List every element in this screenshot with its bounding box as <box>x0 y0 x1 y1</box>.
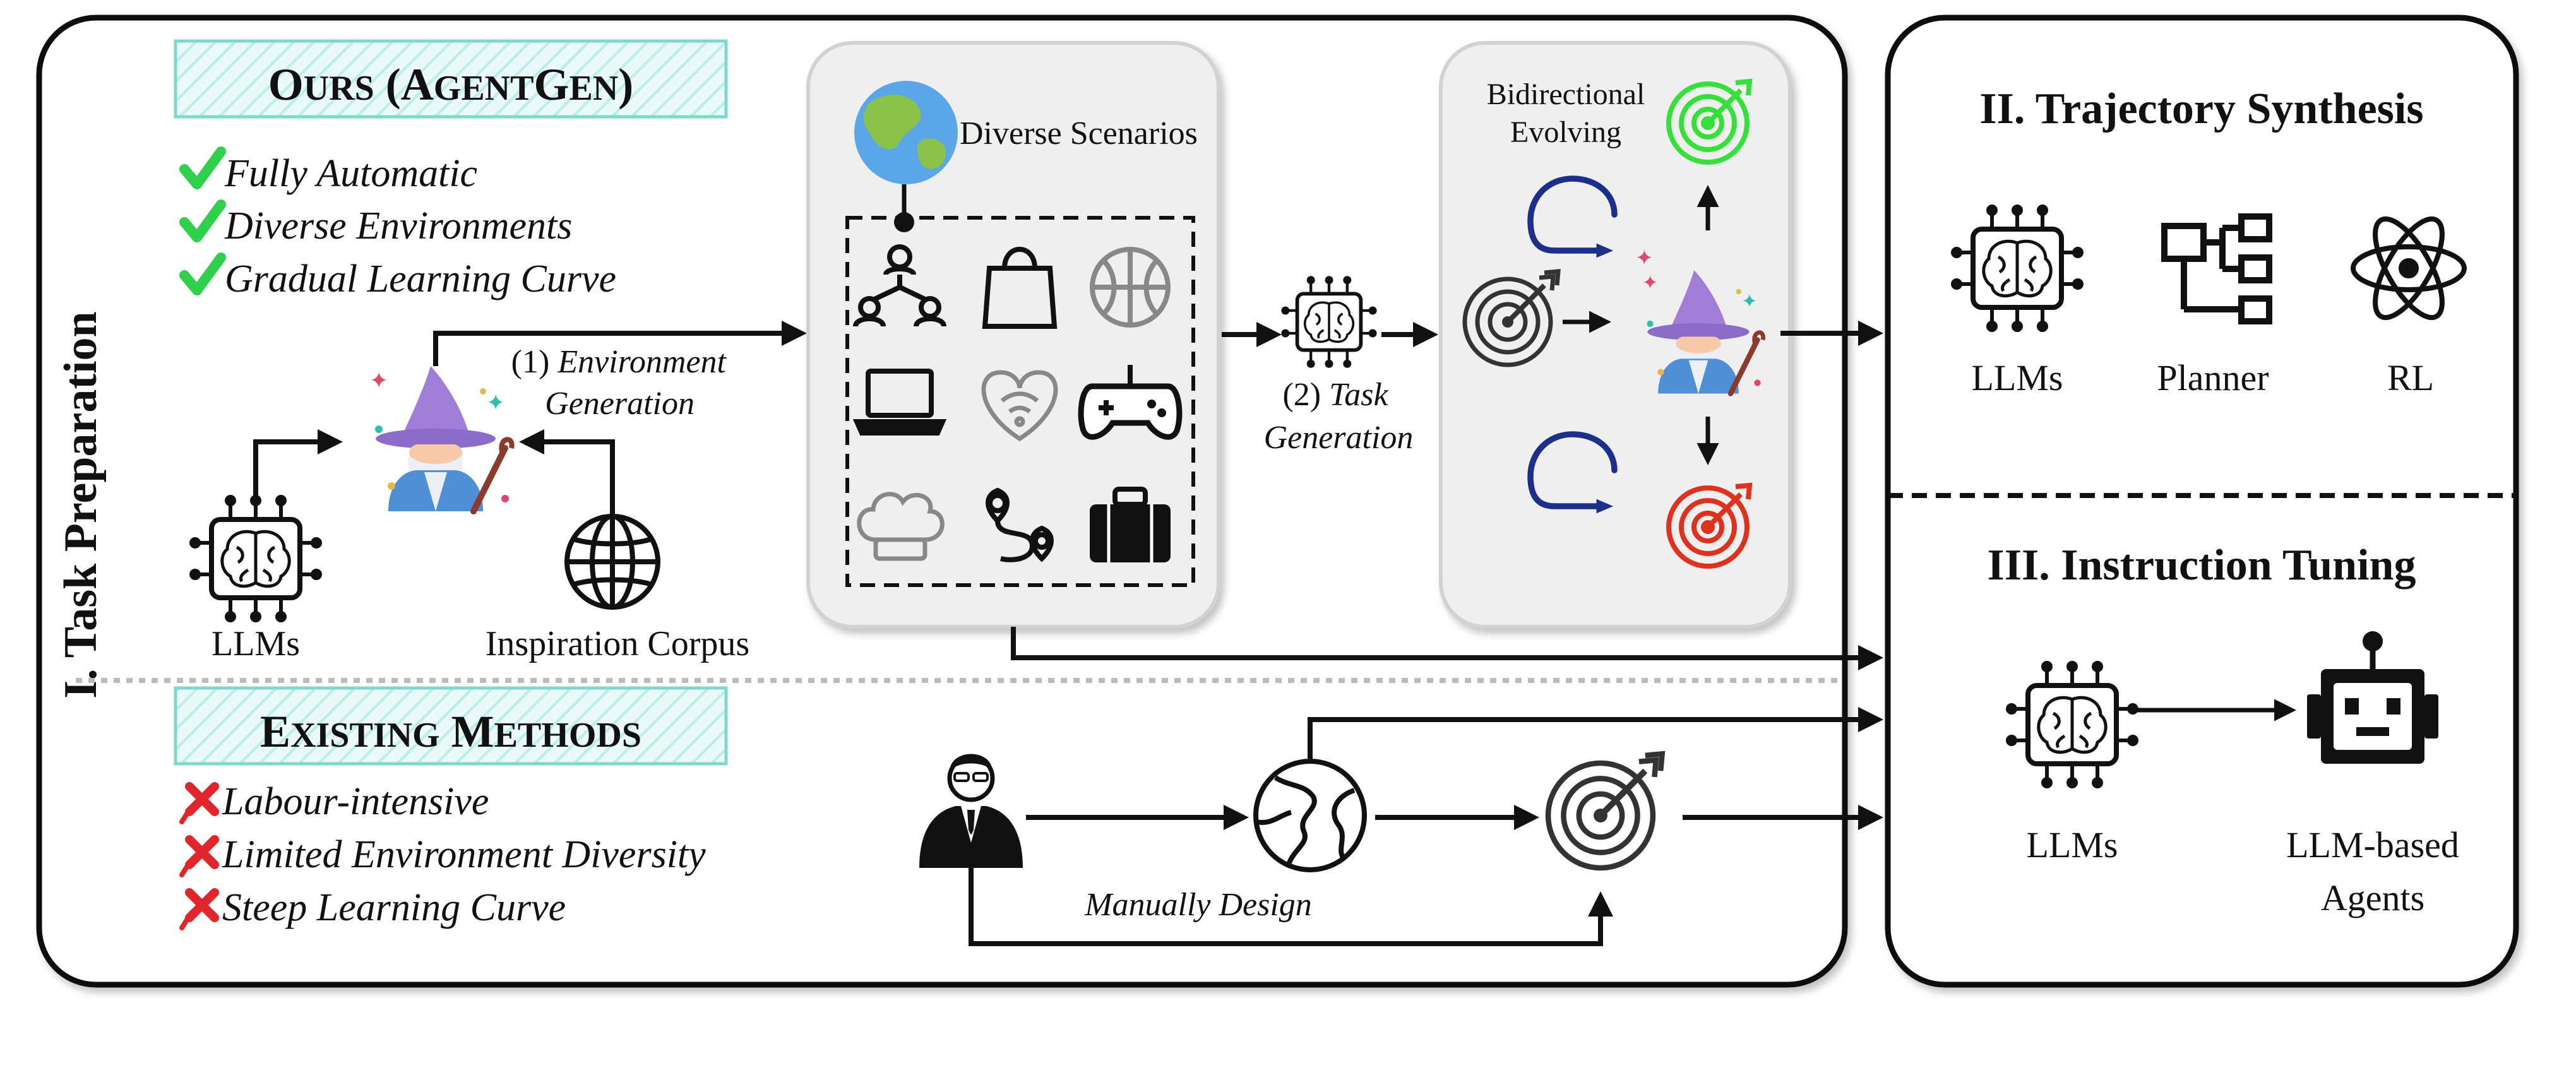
benefit-list: Fully Automatic Diverse Environments Gra… <box>179 146 616 300</box>
robot-icon <box>2307 631 2438 764</box>
planner-icon <box>2161 213 2272 324</box>
inspiration-corpus-label: Inspiration Corpus <box>486 624 749 663</box>
arrow-globe-to-tuning <box>1308 707 1883 761</box>
laptop-icon <box>852 369 947 436</box>
earth-icon <box>854 81 958 184</box>
benefit-item: Diverse Environments <box>224 205 572 247</box>
step1-label-line2: Generation <box>545 386 695 422</box>
gamepad-icon <box>1078 365 1183 440</box>
evolving-label: Bidirectional <box>1487 78 1645 111</box>
target-hard-icon <box>1666 482 1753 569</box>
trajectory-item-label: Planner <box>2157 357 2269 398</box>
basketball-icon <box>1090 247 1171 328</box>
route-icon <box>986 487 1054 562</box>
globe-icon <box>564 514 660 610</box>
drawback-item: Steep Learning Curve <box>222 886 566 929</box>
trajectory-item-label: RL <box>2387 357 2434 398</box>
scenario-connector-dot <box>894 212 914 232</box>
chef-hat-icon <box>857 492 945 561</box>
step2-label: (2) Task <box>1282 377 1388 413</box>
check-icon <box>179 199 226 242</box>
ours-title: OURS (AGENTGEN) <box>268 59 634 110</box>
trajectory-item-label: LLMs <box>1972 357 2063 398</box>
diverse-scenarios-label: Diverse Scenarios <box>960 116 1198 151</box>
trajectory-title: II. Trajectory Synthesis <box>1979 85 2423 133</box>
step1-label: (1) Environment <box>511 344 727 380</box>
tuning-agents-label: LLM-based <box>2286 824 2459 865</box>
tuning-agents-label-line2: Agents <box>2321 877 2424 918</box>
ours-title-box <box>174 39 728 119</box>
heart-icon <box>981 370 1058 442</box>
scenario-grid <box>845 216 1195 587</box>
cross-pin-icon <box>179 782 219 824</box>
existing-title: EXISTING METHODS <box>260 706 641 757</box>
person-icon <box>919 754 1023 868</box>
people-network-icon <box>853 244 946 328</box>
target-easy-icon <box>1666 78 1753 165</box>
benefit-item: Fully Automatic <box>224 152 477 195</box>
arrow-environment-generation <box>433 321 807 366</box>
briefcase-icon <box>1090 487 1171 562</box>
tuning-llms-label: LLMs <box>2027 824 2118 865</box>
arrow-person-to-target <box>969 868 1613 946</box>
drawback-list: Labour-intensive Limited Environment Div… <box>179 780 706 930</box>
task-preparation-label: I. Task Preparation <box>55 311 107 698</box>
benefit-item: Gradual Learning Curve <box>225 258 616 300</box>
sparkle-icon: ✦ <box>1635 246 1654 271</box>
manually-design-label: Manually Design <box>1084 887 1312 923</box>
existing-title-box <box>174 686 728 766</box>
shopping-bag-icon <box>982 247 1058 329</box>
drawback-item: Labour-intensive <box>222 780 489 823</box>
check-icon <box>179 252 226 295</box>
atom-icon <box>2351 216 2467 321</box>
tuning-title: III. Instruction Tuning <box>1988 541 2416 590</box>
arrow-llms-to-wizard <box>253 429 343 502</box>
step2-label-line2: Generation <box>1264 420 1414 456</box>
llms-label: LLMs <box>212 624 300 663</box>
evolving-label-line2: Evolving <box>1510 116 1621 149</box>
cross-pin-icon <box>179 835 219 877</box>
arrow-corpus-to-wizard <box>519 429 615 514</box>
drawback-item: Limited Environment Diversity <box>222 833 706 876</box>
broken-globe-icon <box>1253 759 1367 872</box>
arrow-scenarios-to-tuning <box>1011 627 1883 670</box>
cross-pin-icon <box>179 888 219 930</box>
check-icon <box>179 146 226 189</box>
